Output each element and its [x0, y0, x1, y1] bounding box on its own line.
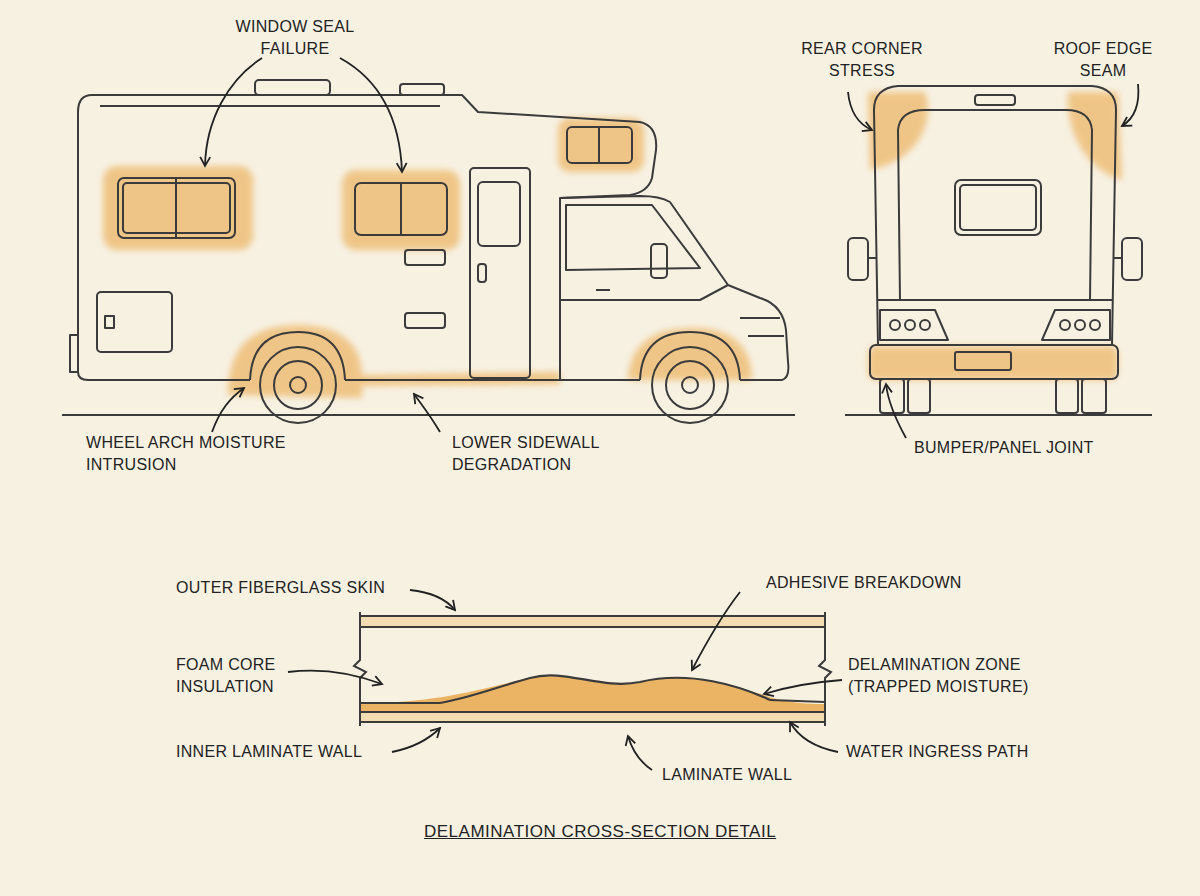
callout-label: BUMPER/PANEL JOINT [914, 437, 1094, 459]
camper-side-view [62, 80, 795, 423]
callout-label: WHEEL ARCH MOISTURE INTRUSION [86, 432, 298, 476]
callout-label: LOWER SIDEWALL DEGRADATION [452, 432, 642, 476]
callout-label: LAMINATE WALL [662, 764, 792, 786]
callout-label: INNER LAMINATE WALL [176, 741, 362, 763]
callout-label: OUTER FIBERGLASS SKIN [176, 577, 385, 599]
callout-label: DELAMINATION ZONE (TRAPPED MOISTURE) [848, 654, 1063, 698]
delamination-cross-section [354, 612, 831, 726]
callout-label: ADHESIVE BREAKDOWN [766, 572, 962, 594]
callout-label: WATER INGRESS PATH [846, 741, 1029, 763]
callout-label: REAR CORNER STRESS [792, 38, 932, 82]
callout-label: FOAM CORE INSULATION [176, 654, 294, 698]
camper-rear-view [845, 86, 1152, 415]
section-caption: DELAMINATION CROSS-SECTION DETAIL [424, 822, 776, 842]
damage-highlight [103, 92, 1122, 398]
callout-label: WINDOW SEAL FAILURE [220, 16, 370, 60]
callout-label: ROOF EDGE SEAM [1038, 38, 1168, 82]
leader-line [205, 58, 1138, 770]
